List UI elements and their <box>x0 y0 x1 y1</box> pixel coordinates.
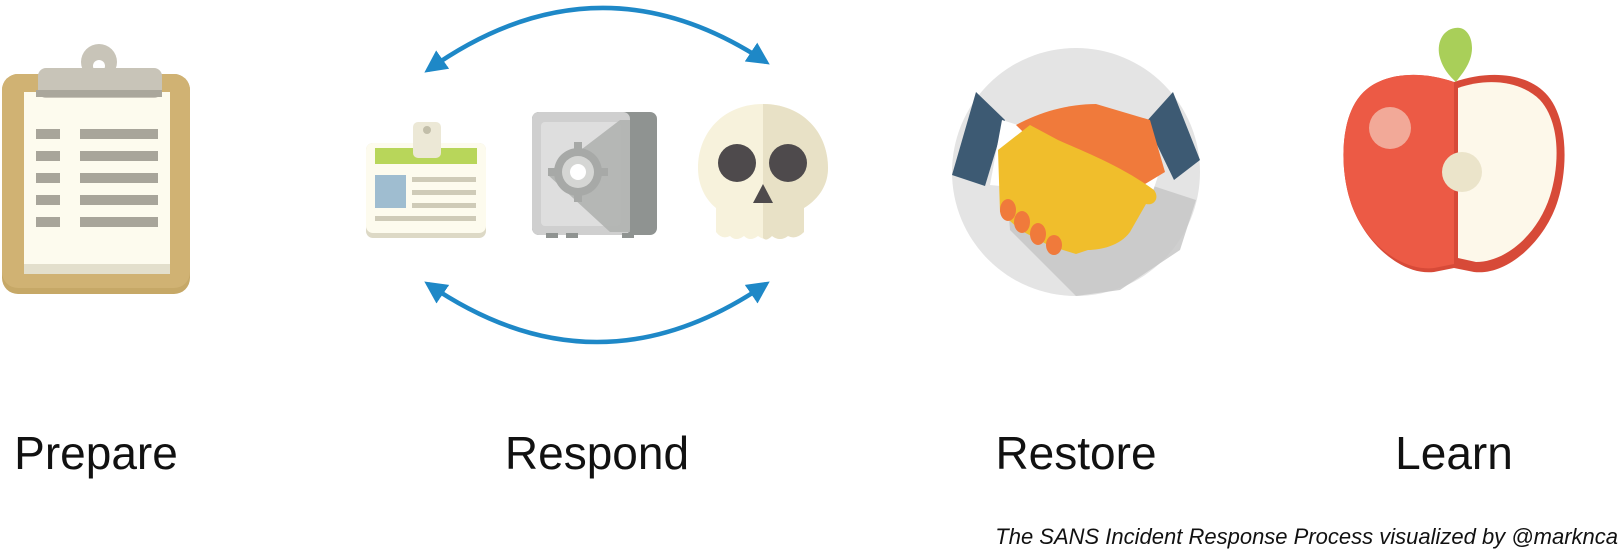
cycle-arrow-bottom <box>424 281 770 345</box>
safe-icon <box>532 112 657 238</box>
clipboard-icon <box>2 44 190 294</box>
id-badge-icon <box>366 122 486 238</box>
attribution-caption: The SANS Incident Response Process visua… <box>995 524 1618 549</box>
apple-icon <box>1343 27 1565 273</box>
skull-icon <box>698 104 828 240</box>
handshake-icon <box>952 48 1200 296</box>
cycle-arrow-top <box>424 5 770 73</box>
phase-label-prepare: Prepare <box>14 427 178 479</box>
phase-label-respond: Respond <box>504 427 690 479</box>
phase-label-learn: Learn <box>1395 427 1513 479</box>
phase-label-restore: Restore <box>995 427 1157 479</box>
